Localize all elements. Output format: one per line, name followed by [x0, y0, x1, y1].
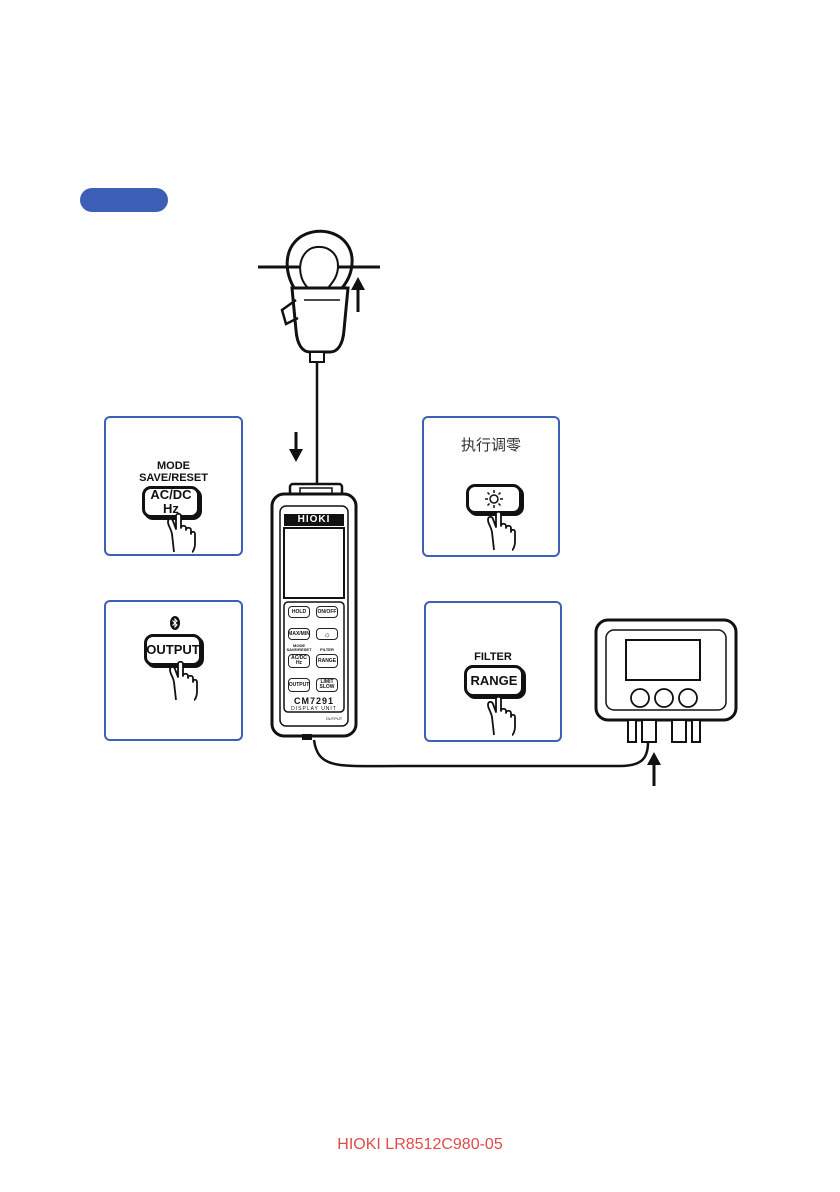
- connect-arrow-down: [289, 432, 303, 462]
- unit-onoff-key[interactable]: ON/OFF: [316, 606, 338, 618]
- logger-arrow-up: [647, 752, 661, 786]
- unit-zero-key[interactable]: ☼: [316, 628, 338, 640]
- save-reset-label: SAVE/RESET: [106, 472, 241, 484]
- zero-adjust-caption: 执行调零: [424, 434, 558, 455]
- unit-filter-label: FILTER: [314, 648, 340, 652]
- clamp-sensor: [282, 231, 352, 362]
- unit-output-key[interactable]: OUTPUT: [288, 678, 310, 692]
- range-key-panel: FILTER RANGE: [424, 601, 562, 742]
- sun-icon: [484, 489, 504, 509]
- zero-adjust-panel: 执行调零: [422, 416, 560, 557]
- unit-acdc-label-2: Hz: [296, 661, 302, 666]
- mode-label: MODE: [106, 460, 241, 472]
- hand-press-icon: [160, 512, 200, 554]
- hand-press-icon: [480, 695, 520, 737]
- unit-mode-label-2: SAVE/RESET: [286, 648, 312, 652]
- unit-maxmin-key[interactable]: MAX/MIN: [288, 628, 310, 640]
- output-key-panel: OUTPUT: [104, 600, 243, 741]
- unit-acdc-key[interactable]: AC/DC Hz: [288, 654, 310, 668]
- unit-range-key[interactable]: RANGE: [316, 654, 338, 668]
- filter-label: FILTER: [426, 651, 560, 663]
- acdc-key-line1: AC/DC: [150, 488, 191, 502]
- unit-model: CM7291: [284, 696, 344, 706]
- range-key[interactable]: RANGE: [464, 665, 524, 697]
- document-footer: HIOKI LR8512C980-05: [0, 1136, 840, 1154]
- bluetooth-icon: [170, 616, 180, 630]
- hand-press-icon: [162, 660, 202, 702]
- mode-key-panel: MODE SAVE/RESET AC/DC Hz: [104, 416, 243, 556]
- current-arrow-up: [351, 277, 365, 312]
- logger-device: [596, 620, 736, 742]
- unit-hold-key[interactable]: HOLD: [288, 606, 310, 618]
- hand-press-icon: [480, 510, 520, 552]
- unit-limit-key[interactable]: LIMIT SLOW: [316, 678, 338, 692]
- unit-output-port-label: OUTPUT: [322, 716, 346, 721]
- unit-brand: HIOKI: [284, 514, 344, 526]
- unit-subtitle: DISPLAY UNIT: [284, 706, 344, 712]
- unit-sun-icon: ☼: [323, 632, 330, 637]
- unit-limit-label-2: SLOW: [320, 685, 335, 690]
